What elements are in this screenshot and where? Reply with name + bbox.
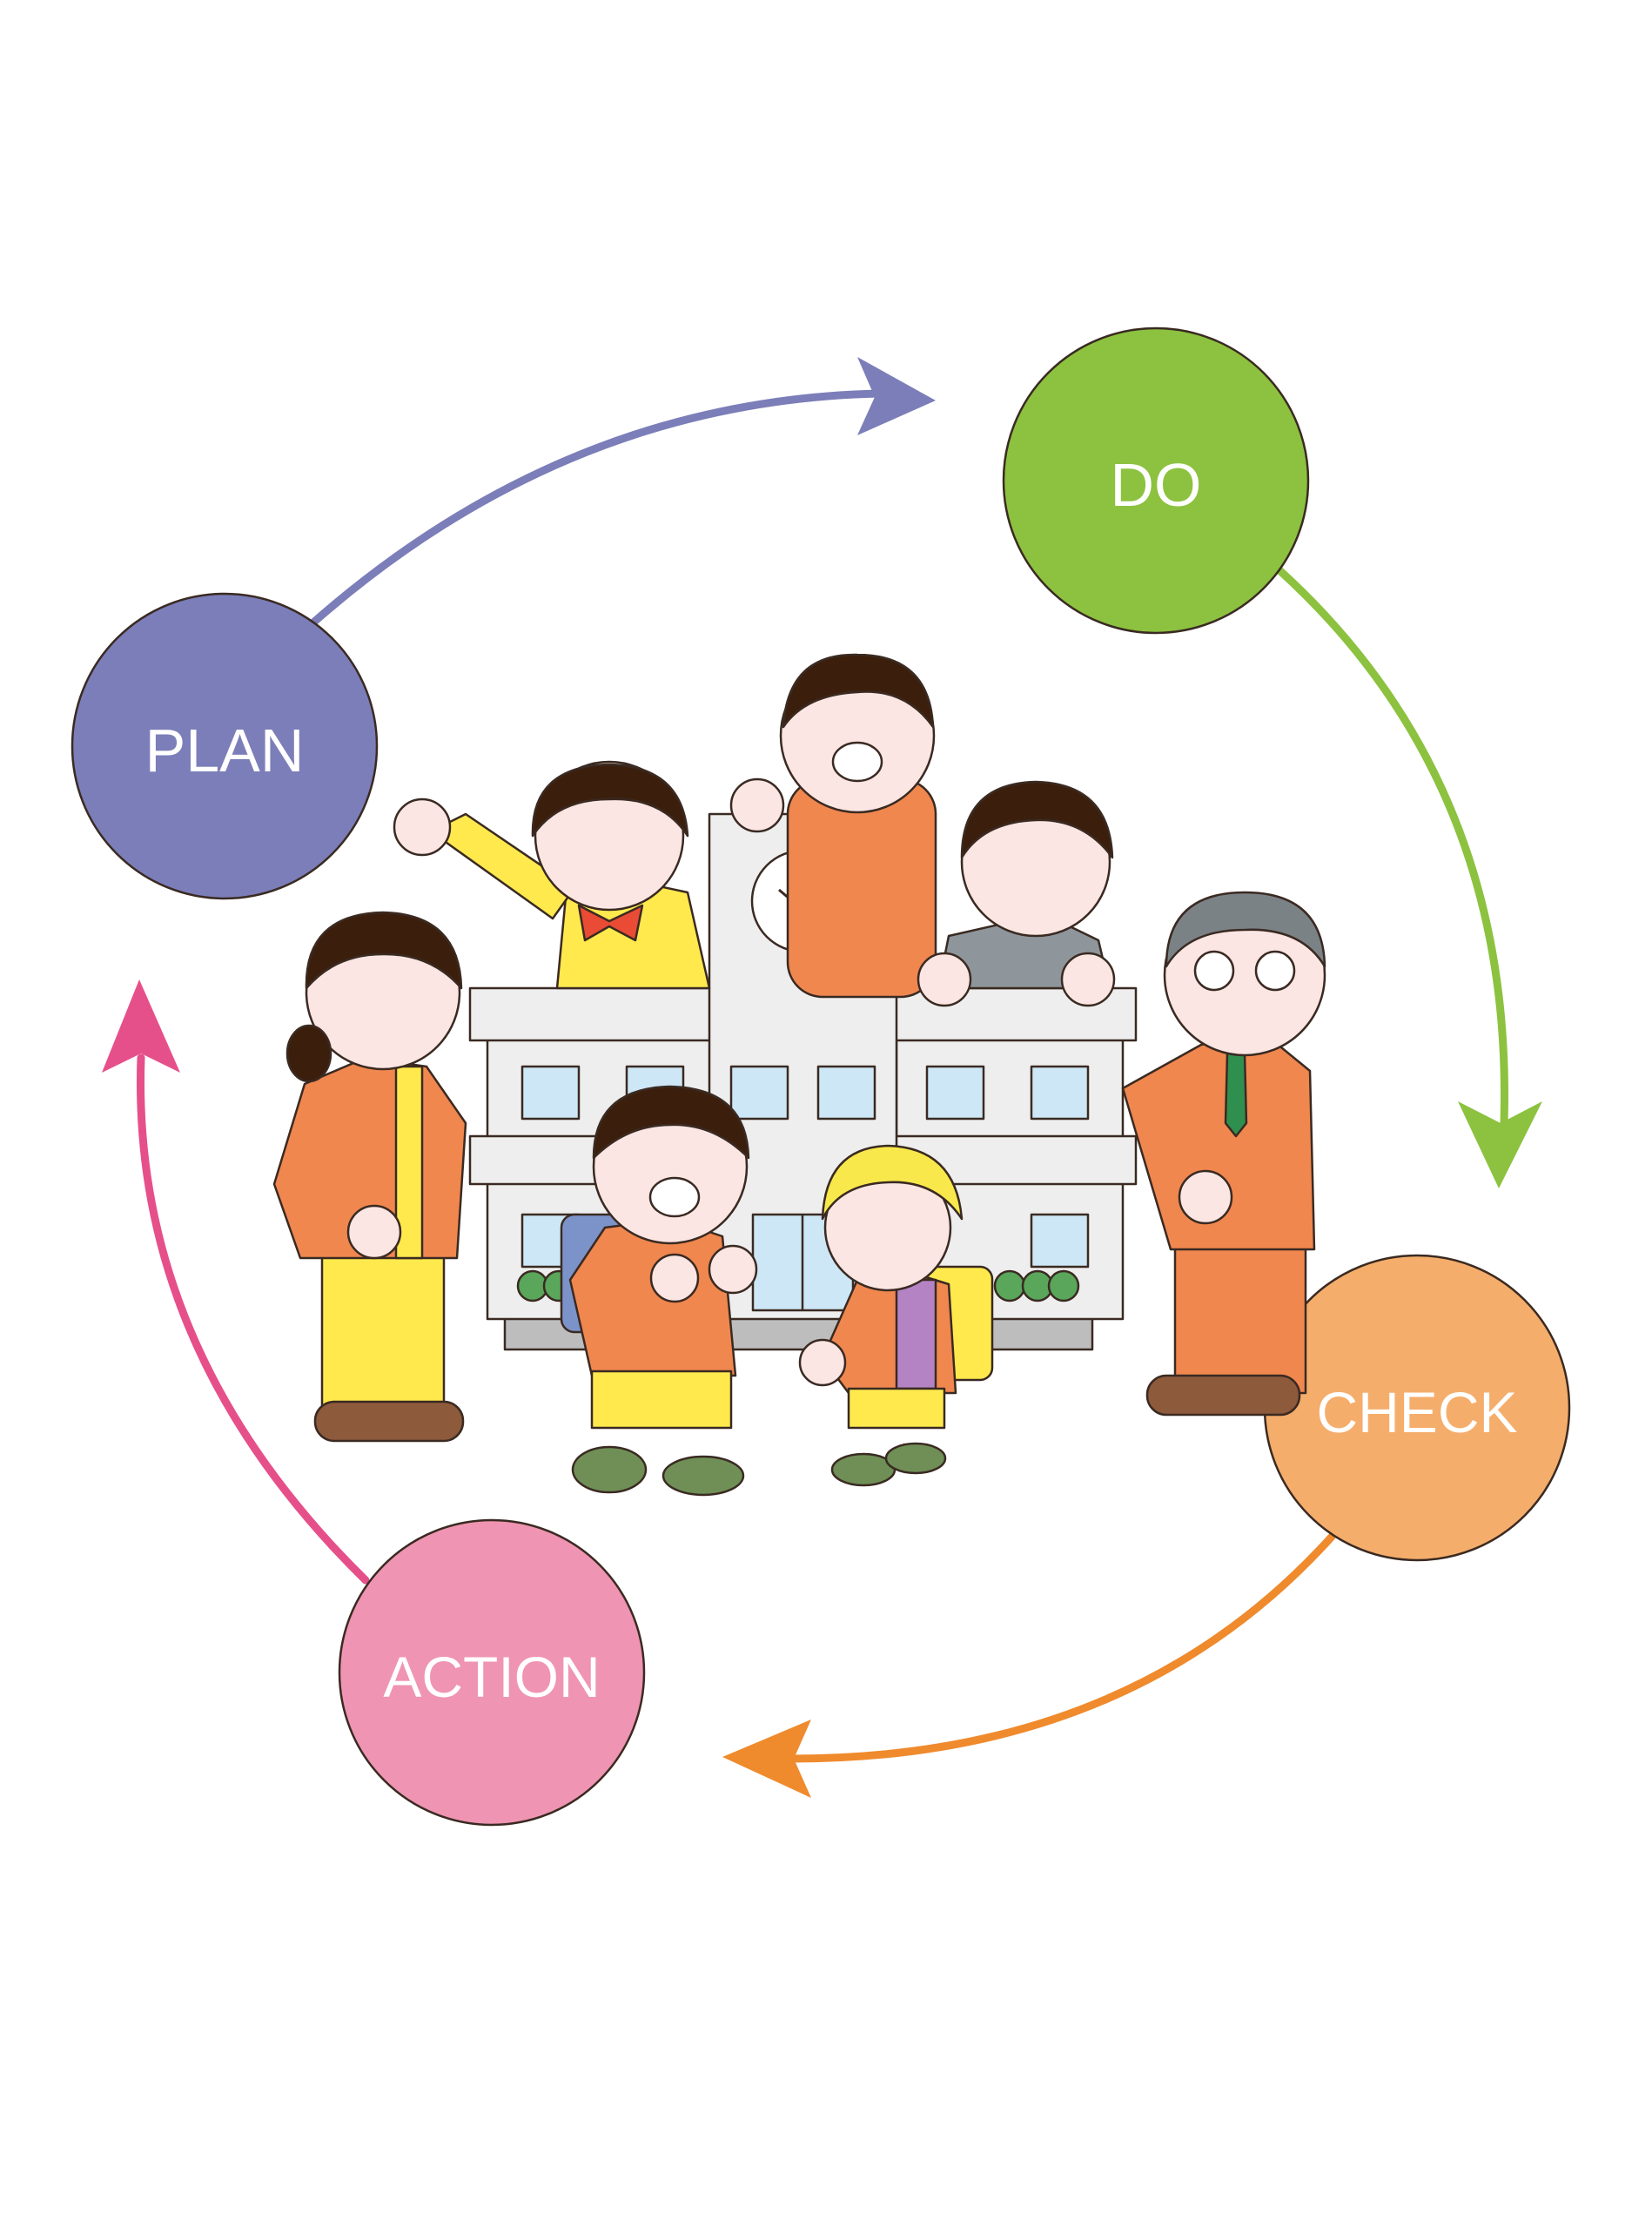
arrow-check-to-action-line (788, 1532, 1336, 1763)
person-woman-left (272, 911, 467, 1443)
tie (1224, 1052, 1248, 1138)
hat (821, 1144, 964, 1221)
hand (729, 777, 785, 833)
hair (1165, 891, 1326, 968)
hair (531, 763, 689, 838)
person-child-yellow-hat (798, 1144, 994, 1487)
shrub (993, 1269, 1026, 1302)
node-action: ACTION (338, 1518, 646, 1827)
arrow-action-to-plan-head (102, 979, 180, 1073)
glasses-lens (1254, 950, 1296, 992)
window (520, 1065, 581, 1121)
node-action-label: ACTION (383, 1645, 600, 1709)
mouth (831, 741, 883, 783)
shoe (661, 1455, 745, 1497)
bow (577, 904, 644, 942)
person-boy-gray (917, 780, 1116, 1007)
hand (798, 1338, 847, 1387)
node-do-label: DO (1111, 451, 1202, 519)
node-check: CHECK (1263, 1254, 1571, 1562)
window (1030, 1065, 1090, 1121)
node-plan-label: PLAN (145, 717, 305, 784)
shorts (590, 1370, 733, 1430)
window (925, 1065, 985, 1121)
shoe (571, 1445, 648, 1494)
shrub (1047, 1269, 1080, 1302)
node-do-circle (1002, 326, 1310, 635)
shoes (1145, 1374, 1301, 1417)
window (816, 1065, 876, 1121)
arrow-plan-to-do-line (309, 389, 883, 627)
glasses-lens (1193, 950, 1235, 992)
node-do: DO (1002, 326, 1310, 635)
shoes (313, 1400, 465, 1443)
arrow-check-to-action-head (722, 1720, 811, 1798)
arrow-action-to-plan-line (136, 1053, 370, 1585)
node-action-circle (338, 1518, 646, 1827)
fist (649, 1253, 700, 1303)
arrow-check-to-action (722, 1532, 1336, 1798)
skirt (847, 1387, 946, 1430)
hand (1060, 952, 1116, 1007)
cycle-nodes: PLAN DO CHECK ACTION (71, 326, 1571, 1827)
shoe (884, 1442, 947, 1475)
person-boy-top (729, 653, 937, 999)
arrow-plan-to-do-head (857, 357, 936, 435)
window (1030, 1213, 1090, 1269)
node-plan: PLAN (71, 592, 379, 900)
hair (960, 780, 1114, 859)
arrow-plan-to-do (309, 357, 936, 627)
arrow-do-to-check-line (1275, 566, 1508, 1127)
hair (305, 911, 463, 990)
person-girl-waving (393, 760, 711, 990)
arrow-do-to-check-head (1458, 1101, 1542, 1188)
hair (782, 653, 935, 729)
school-illustration (272, 653, 1326, 1497)
hair (592, 1085, 750, 1160)
node-check-label: CHECK (1316, 1380, 1517, 1444)
arrow-do-to-check (1275, 566, 1542, 1188)
body (568, 1217, 737, 1377)
hand (917, 952, 972, 1007)
legs (1173, 1243, 1307, 1395)
node-plan-circle (71, 592, 379, 900)
arrow-action-to-plan (102, 979, 370, 1585)
cycle-arrows (102, 357, 1542, 1798)
hand (346, 1204, 402, 1260)
hand (1178, 1169, 1233, 1225)
window (729, 1065, 789, 1121)
hand (393, 798, 452, 857)
fist (708, 1244, 758, 1295)
person-man-teacher (1121, 891, 1326, 1417)
ponytail (285, 1024, 332, 1083)
mouth (648, 1176, 701, 1218)
building-left-roof (468, 986, 724, 1042)
jacket (1121, 1030, 1316, 1251)
person-child-blue-backpack (560, 1085, 758, 1497)
strap (895, 1278, 937, 1390)
